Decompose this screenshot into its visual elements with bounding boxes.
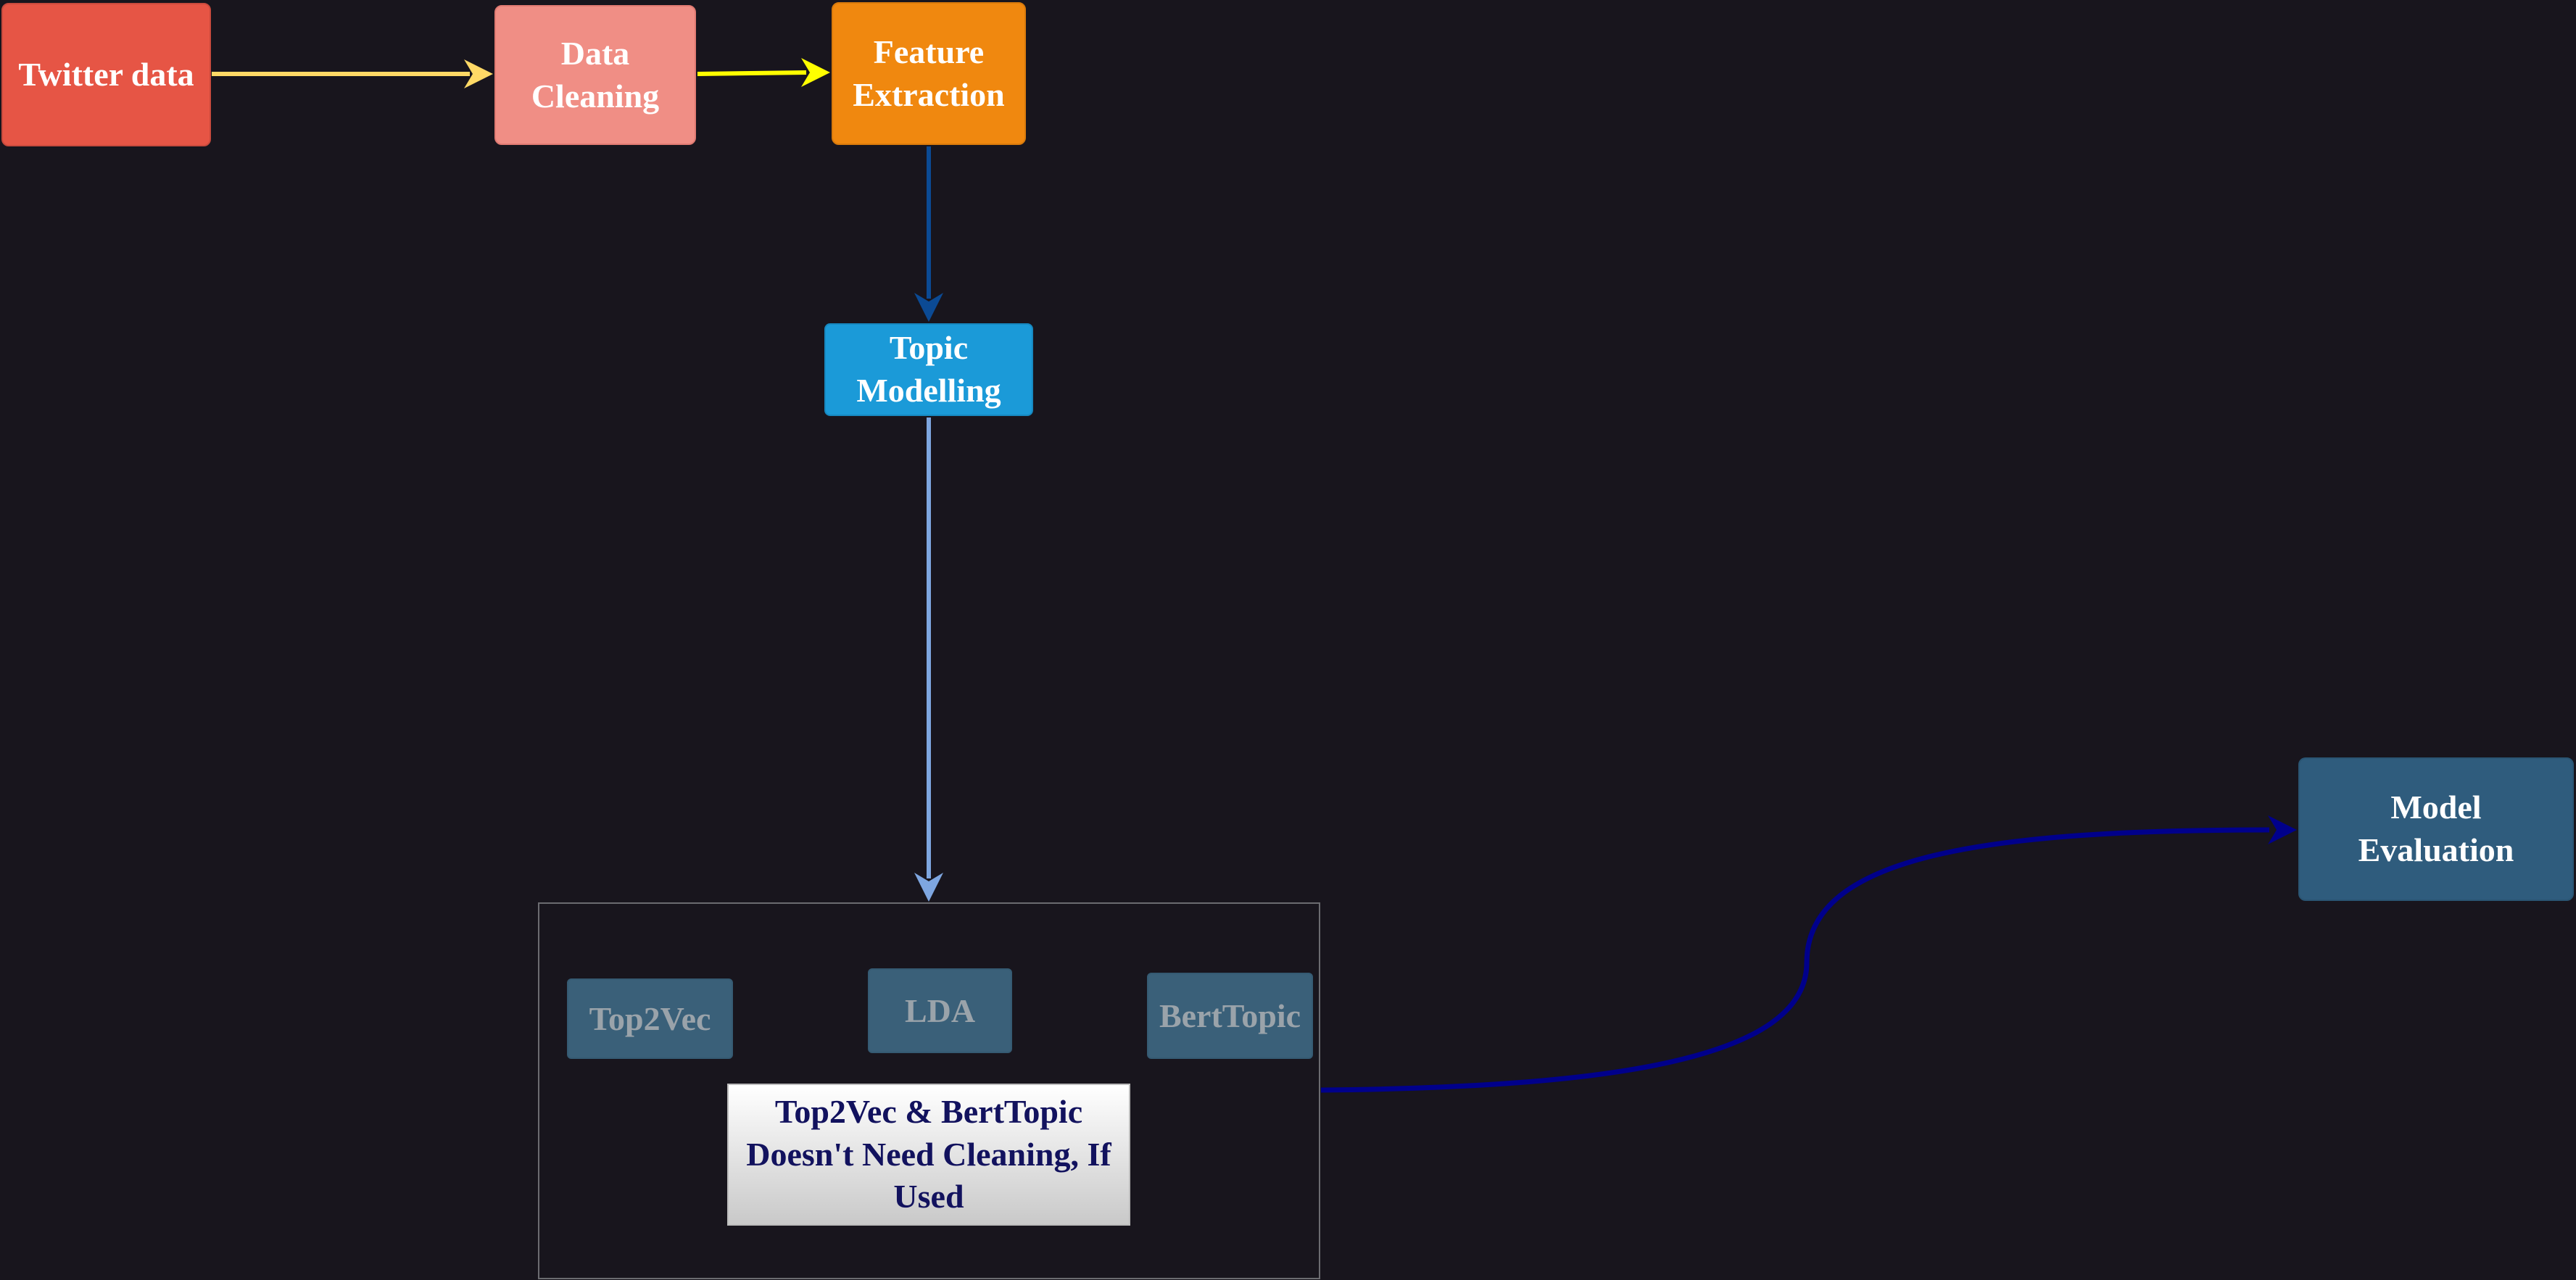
- model-lda[interactable]: LDA: [868, 968, 1012, 1053]
- model-berttopic[interactable]: BertTopic: [1147, 973, 1313, 1059]
- node-topic-modelling[interactable]: Topic Modelling: [824, 323, 1033, 416]
- node-model-evaluation[interactable]: Model Evaluation: [2298, 757, 2574, 901]
- edge-feature-to-topic: [914, 146, 943, 322]
- models-group-container[interactable]: [538, 902, 1320, 1279]
- model-top2vec[interactable]: Top2Vec: [567, 978, 733, 1059]
- node-data-cleaning[interactable]: Data Cleaning: [494, 5, 696, 145]
- edge-models-to-evaluation: [1320, 815, 2297, 1093]
- edge-topic-to-models: [914, 417, 943, 902]
- edge-cleaning-to-feature: [697, 58, 830, 87]
- node-twitter-data[interactable]: Twitter data: [1, 3, 211, 146]
- node-feature-extraction[interactable]: Feature Extraction: [832, 2, 1026, 145]
- cleaning-note[interactable]: Top2Vec & BertTopic Doesn't Need Cleanin…: [727, 1084, 1130, 1226]
- edge-twitter-to-cleaning: [212, 59, 493, 88]
